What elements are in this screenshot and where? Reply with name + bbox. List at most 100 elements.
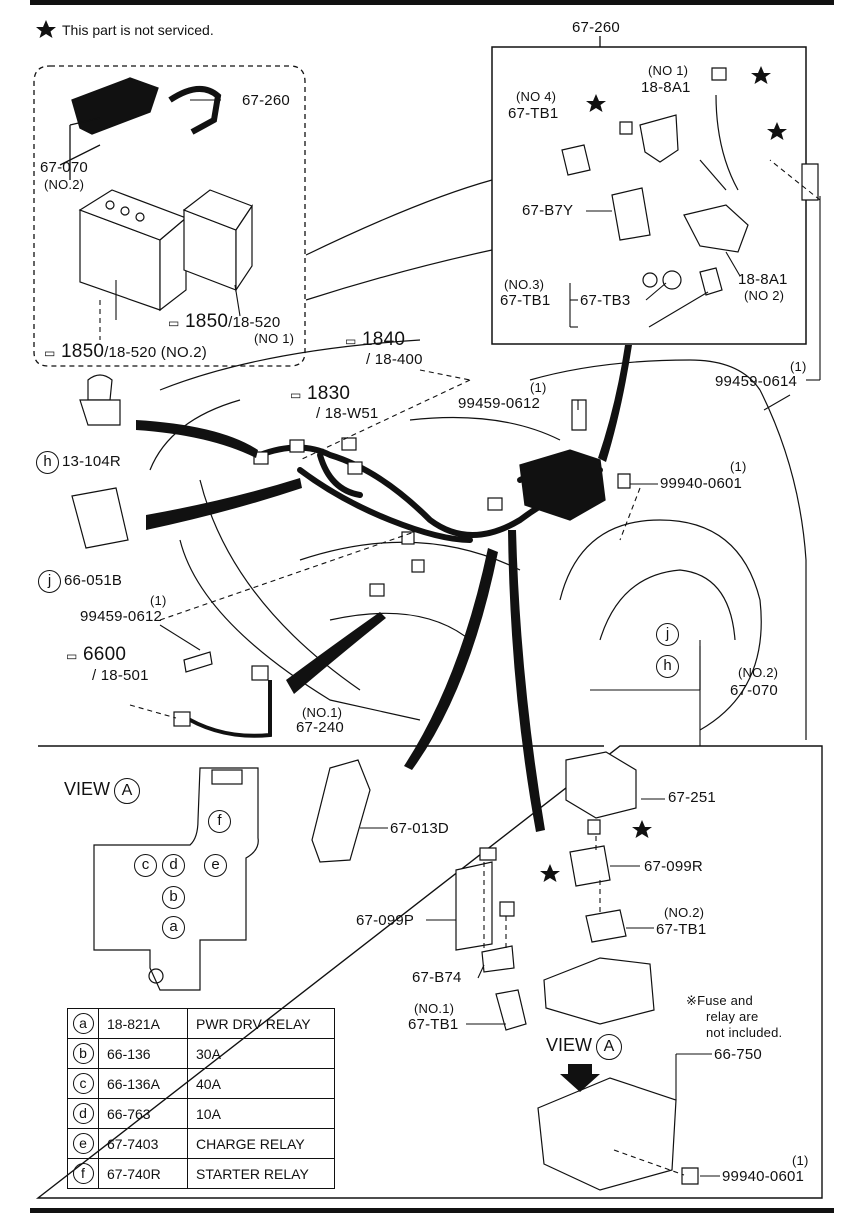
terminal-parts [479, 67, 749, 1185]
ref-67-260-top: 67-260 [572, 19, 620, 36]
legend-desc: STARTER RELAY [187, 1158, 335, 1189]
book-ref-icon: ▭ [66, 649, 78, 663]
j-part: 66-051B [64, 572, 123, 589]
callout-h: h [36, 451, 59, 474]
ref-67-099r: 67-099R [644, 858, 703, 875]
legend-desc: 10A [187, 1098, 335, 1129]
no2-label-b: (NO 2) [744, 288, 785, 303]
ref-1830: ▭ 1830 [290, 383, 351, 404]
legend-part: 67-7403 [98, 1128, 188, 1159]
ref-1840-sub: / 18-400 [366, 351, 423, 368]
not-serviced-note: This part is not serviced. [62, 22, 214, 38]
fuse-block-assembly [519, 449, 606, 521]
battery-small [182, 189, 253, 292]
battery-large [78, 189, 188, 312]
ref-67-251: 67-251 [668, 789, 716, 806]
callout-b: b [162, 886, 185, 909]
h-part: 13-104R [62, 453, 121, 470]
tb1-no1: 67-TB1 [408, 1016, 459, 1033]
ref-18-8a1-a: 18-8A1 [641, 79, 691, 96]
fuse-note-1: ※Fuse and [686, 993, 753, 1008]
pointer-wedges [136, 345, 632, 832]
callout-h-right: h [656, 655, 679, 678]
book-ref-icon: ▭ [345, 334, 357, 348]
legend-desc: PWR DRV RELAY [187, 1008, 335, 1039]
no1-label-c: (NO.1) [302, 705, 343, 720]
ref-6600-sub: / 18-501 [92, 667, 149, 684]
legend-key: a [72, 1013, 94, 1034]
ref-67-b74: 67-B74 [412, 969, 462, 986]
qty-1-b: (1) [530, 380, 547, 395]
tb3: 67-TB3 [580, 292, 631, 309]
b7y: 67-B7Y [522, 202, 574, 219]
harness-connectors [253, 437, 503, 597]
tb1-no3: 67-TB1 [500, 292, 551, 309]
legend-key: c [72, 1073, 94, 1094]
no1-label-b: (NO 1) [648, 63, 689, 78]
no1-label-d: (NO.1) [414, 1001, 455, 1016]
book-ref-icon: ▭ [168, 316, 180, 330]
callout-j-right: j [656, 623, 679, 646]
no2-label-c: (NO.2) [738, 665, 779, 680]
callout-a: a [162, 916, 185, 939]
star-markers [540, 66, 787, 882]
callout-j: j [38, 570, 61, 593]
fuse-note-3: not included. [706, 1025, 783, 1040]
qty-1-a: (1) [790, 359, 807, 374]
legend-part: 67-740R [98, 1158, 188, 1189]
qty-1-e: (1) [792, 1153, 809, 1168]
legend-key: f [72, 1163, 94, 1184]
ref-67-260-inset: 67-260 [242, 92, 290, 109]
no2-label-a: (NO.2) [44, 177, 85, 192]
battery-cable-cover [71, 77, 159, 135]
legend-desc: 30A [187, 1038, 335, 1069]
ref-67-099p: 67-099P [356, 912, 415, 929]
tb1-no4: 67-TB1 [508, 105, 559, 122]
legend-part: 66-763 [98, 1098, 188, 1129]
legend-part: 18-821A [98, 1008, 188, 1039]
fuse-note-2: relay are [706, 1009, 759, 1024]
ref-67-013d: 67-013D [390, 820, 449, 837]
book-ref-icon: ▭ [290, 388, 302, 402]
lower-parts [71, 163, 819, 1191]
qty-1-d: (1) [150, 593, 167, 608]
callout-f: f [208, 810, 231, 833]
legend-key: e [72, 1133, 94, 1154]
ref-1830-sub: / 18-W51 [316, 405, 379, 422]
ref-66-750: 66-750 [714, 1046, 762, 1063]
qty-1-c: (1) [730, 459, 747, 474]
ref-67-070: 67-070 [730, 682, 778, 699]
p99459-0612-a: 99459-0612 [458, 395, 541, 412]
ref-67-070-inset: 67-070 [40, 159, 88, 176]
dashed-lines [99, 159, 821, 1176]
book-ref-icon: ▭ [44, 346, 56, 360]
p99459-0612-b: 99459-0612 [80, 608, 163, 625]
legend-part: 66-136 [98, 1038, 188, 1069]
ref-1850-b: ▭ 1850/18-520 (NO.2) [44, 341, 207, 362]
ref-6600: ▭ 6600 [66, 644, 127, 665]
p99940-0601-b: 99940-0601 [722, 1168, 805, 1185]
p99940-0601-a: 99940-0601 [660, 475, 743, 492]
ref-1840: ▭ 1840 [345, 329, 406, 350]
tb1-no2: 67-TB1 [656, 921, 707, 938]
legend-desc: 40A [187, 1068, 335, 1099]
no3-label: (NO.3) [504, 277, 545, 292]
legend-key: d [72, 1103, 94, 1124]
vehicle-body-outline [149, 179, 807, 740]
legend-part: 66-136A [98, 1068, 188, 1099]
legend-key: b [72, 1043, 94, 1064]
ref-67-240: 67-240 [296, 719, 344, 736]
top-border [30, 0, 834, 5]
down-arrow [560, 1064, 600, 1092]
star-icon [36, 20, 56, 38]
callout-d: d [162, 854, 185, 877]
